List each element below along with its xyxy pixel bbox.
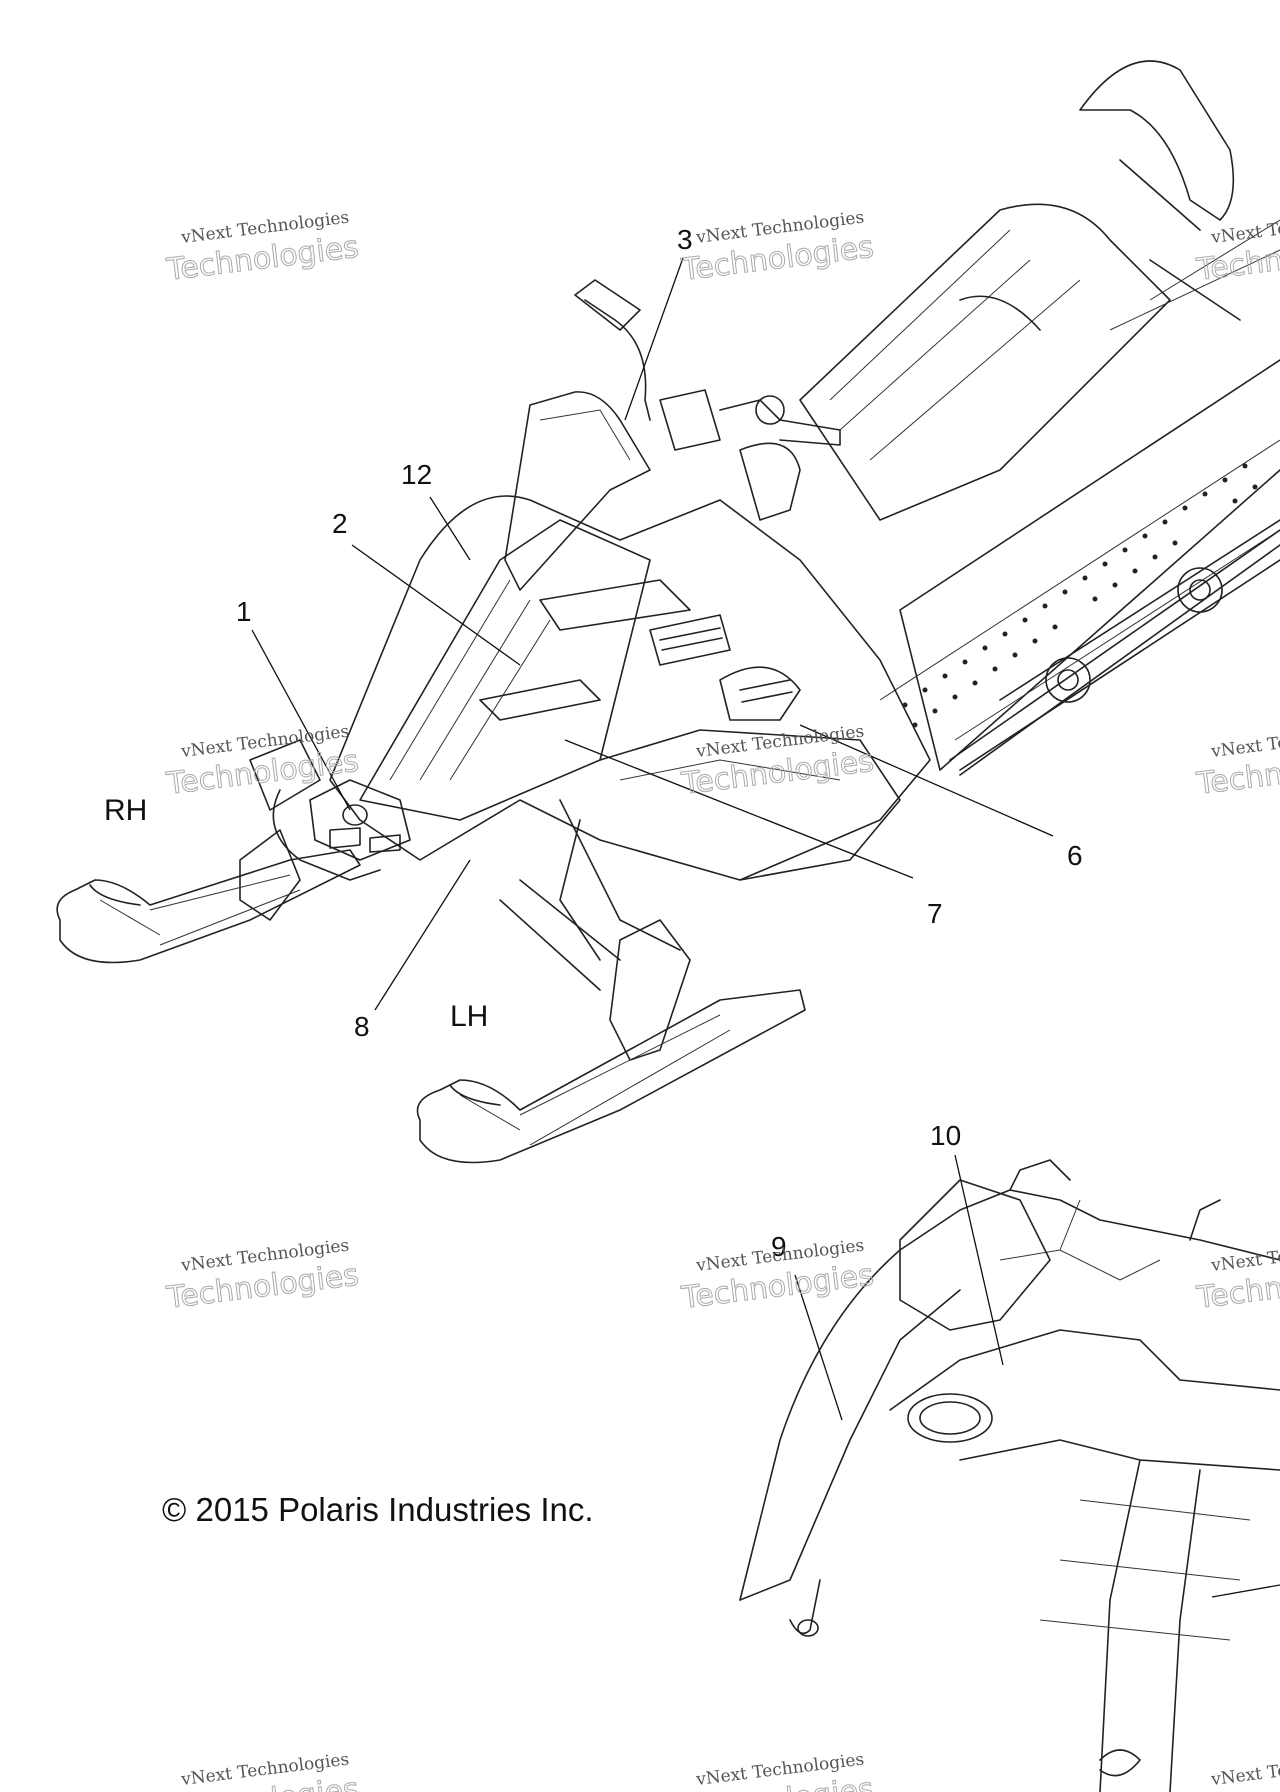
side-label-lh: LH [450,1000,488,1033]
leader-7 [564,739,914,879]
watermark: Technologies vNext Technologies [164,208,362,289]
hood-part-inset-drawing [739,1159,1280,1792]
callout-3: 3 [677,224,693,255]
watermark: Technologies vNext Technologies [679,1750,877,1792]
tunnel-dots [902,463,1258,728]
svg-text:vNext Technologies: vNext Technologies [1209,722,1280,763]
watermark: Technologies vNext Technologies [679,208,877,289]
callout-2: 2 [332,508,348,539]
leader-3 [624,257,684,421]
callout-1: 1 [236,596,252,627]
leader-2 [351,544,521,666]
watermark: Technologies vNext Technologies [1194,1750,1280,1792]
callout-9: 9 [771,1231,787,1262]
side-label-rh: RH [104,794,147,827]
callout-7: 7 [927,898,943,929]
watermark: Technologies vNext Technologies [679,1236,877,1317]
svg-text:vNext Technologies: vNext Technologies [1209,1750,1280,1791]
watermark: Technologies vNext Technologies [679,722,877,803]
watermark: Technologies vNext Technologies [1194,722,1280,803]
leader-9 [794,1274,843,1421]
leader-lines [251,257,1280,1598]
copyright-notice: © 2015 Polaris Industries Inc. [162,1491,594,1528]
callout-labels: 1 2 3 6 7 8 9 10 12 [236,224,1083,1262]
leader-8 [374,859,471,1011]
watermark: Technologies vNext Technologies [1194,1236,1280,1317]
callout-6: 6 [1067,840,1083,871]
svg-text:vNext Technologies: vNext Technologies [1209,208,1280,249]
leader-offpage [1211,1584,1280,1598]
leader-10 [954,1154,1004,1366]
leader-6 [799,724,1054,837]
callout-12: 12 [401,459,432,490]
snowmobile-drawing [56,60,1280,1164]
watermark: Technologies vNext Technologies [164,1750,362,1792]
leader-1 [251,629,351,811]
svg-text:vNext Technologies: vNext Technologies [1209,1236,1280,1277]
callout-8: 8 [354,1011,370,1042]
callout-10: 10 [930,1120,961,1151]
leader-12 [429,496,471,561]
watermark: Technologies vNext Technologies [164,1236,362,1317]
watermark: Technologies vNext Technologies [1194,208,1280,289]
